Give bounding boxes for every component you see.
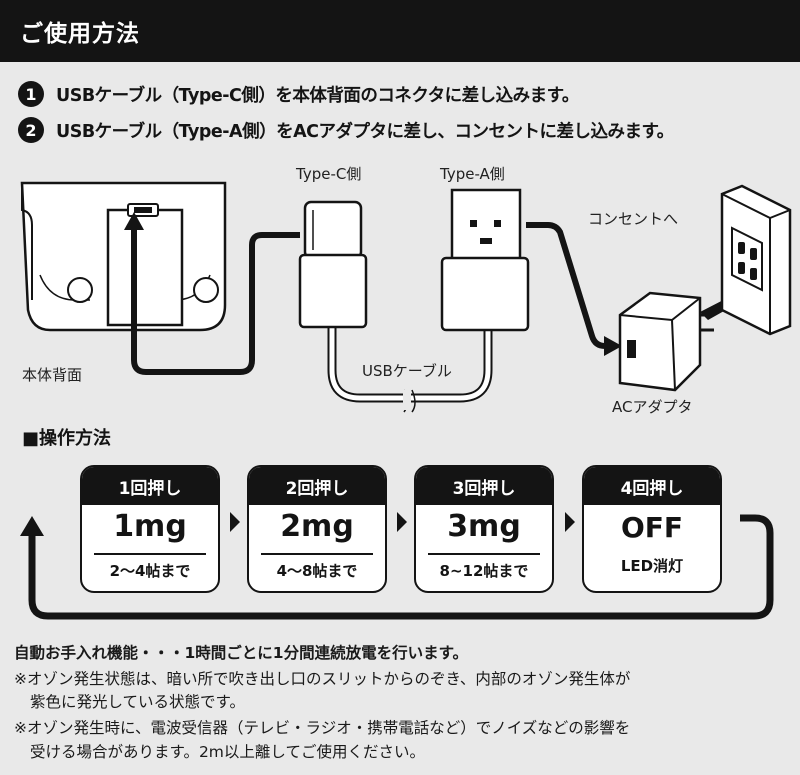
operation-title: ■操作方法 bbox=[22, 428, 112, 449]
ac-adapter-label: ACアダプタ bbox=[612, 398, 693, 416]
mode-card-4-value: OFF bbox=[620, 511, 684, 544]
mode-card-2: 2回押し 2mg 4～8帖まで bbox=[247, 465, 387, 593]
step-number-2: 2 bbox=[18, 117, 44, 143]
mode-card-1-press: 1回押し bbox=[82, 467, 218, 505]
mode-card-4-sub: LED消灯 bbox=[620, 557, 684, 575]
mode-card-4-press: 4回押し bbox=[584, 467, 720, 505]
arrow-to-connector-icon bbox=[124, 212, 144, 230]
mode-card-2-value: 2mg bbox=[280, 509, 354, 544]
mode-card-4: 4回押し OFF LED消灯 bbox=[582, 465, 722, 593]
step-1-text: USBケーブル（Type-C側）を本体背面のコネクタに差し込みます。 bbox=[56, 85, 579, 106]
cycle-loop-arrow bbox=[20, 512, 774, 620]
device-back-illustration bbox=[20, 181, 227, 332]
type-c-connector-illustration bbox=[298, 200, 368, 329]
next-arrow-3-icon bbox=[565, 512, 575, 532]
mode-card-1-value: 1mg bbox=[113, 509, 187, 544]
divider bbox=[428, 553, 540, 555]
note-1-line-1: ※オゾン発生状態は、暗い所で吹き出し口のスリットからのぞき、内部のオゾン発生体が bbox=[14, 670, 631, 688]
step-number-1: 1 bbox=[18, 81, 44, 107]
page-title: ご使用方法 bbox=[20, 21, 140, 47]
next-arrow-1-icon bbox=[230, 512, 240, 532]
step-1: 1 USBケーブル（Type-C側）を本体背面のコネクタに差し込みます。 bbox=[18, 80, 579, 108]
auto-care-note: 自動お手入れ機能・・・1時間ごとに1分間連続放電を行います。 bbox=[14, 644, 469, 662]
mode-card-3-range: 8~12帖まで bbox=[439, 562, 529, 580]
divider bbox=[261, 553, 373, 555]
mode-card-3: 3回押し 3mg 8~12帖まで bbox=[414, 465, 554, 593]
mode-card-3-press: 3回押し bbox=[416, 467, 552, 505]
next-arrow-2-icon bbox=[397, 512, 407, 532]
mode-card-2-press: 2回押し bbox=[249, 467, 385, 505]
wall-outlet-illustration bbox=[720, 184, 792, 336]
mode-card-3-value: 3mg bbox=[447, 509, 521, 544]
mode-card-1-range: 2～4帖まで bbox=[109, 562, 191, 580]
note-1-line-2: 紫色に発光している状態です。 bbox=[30, 693, 245, 711]
type-c-label: Type-C側 bbox=[296, 165, 362, 183]
note-2-line-2: 受ける場合があります。2m以上離してご使用ください。 bbox=[30, 743, 425, 761]
usb-cable-label: USBケーブル bbox=[362, 362, 452, 380]
arrow-to-adapter-icon bbox=[604, 336, 622, 356]
outlet-label: コンセントへ bbox=[588, 210, 679, 228]
note-2-line-1: ※オゾン発生時に、電波受信器（テレビ・ラジオ・携帯電話など）でノイズなどの影響を bbox=[14, 719, 631, 737]
header-bar: ご使用方法 bbox=[0, 0, 800, 62]
step-2: 2 USBケーブル（Type-A側）をACアダプタに差し、コンセントに差し込みま… bbox=[18, 116, 674, 144]
mode-card-2-range: 4～8帖まで bbox=[276, 562, 358, 580]
type-a-connector-illustration bbox=[440, 188, 530, 332]
type-a-label: Type-A側 bbox=[440, 165, 505, 183]
divider bbox=[94, 553, 206, 555]
ac-adapter-illustration bbox=[618, 291, 714, 392]
body-back-label: 本体背面 bbox=[22, 366, 83, 384]
connection-diagram bbox=[20, 181, 792, 413]
step-2-text: USBケーブル（Type-A側）をACアダプタに差し、コンセントに差し込みます。 bbox=[56, 121, 674, 142]
mode-card-1: 1回押し 1mg 2～4帖まで bbox=[80, 465, 220, 593]
